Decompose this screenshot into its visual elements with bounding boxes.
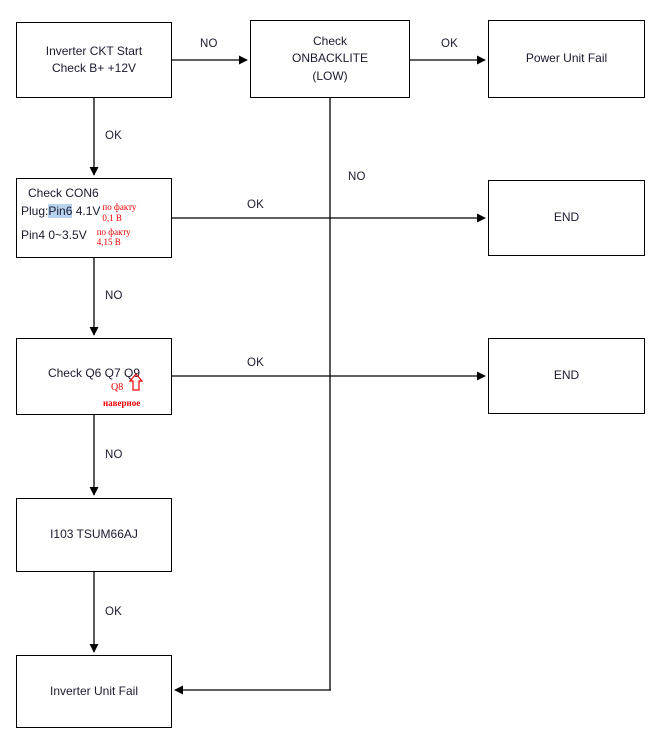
node-onbacklite-line-3: (LOW)	[312, 68, 348, 83]
node-inverter-unit-fail-label: Inverter Unit Fail	[49, 683, 139, 698]
annotation-con6-pin6-line-2: 0,1 В	[102, 212, 122, 223]
node-end-2-label: END	[553, 368, 580, 383]
node-end-1[interactable]: END	[488, 180, 645, 256]
node-check-onbacklite[interactable]: Check ONBACKLITE (LOW)	[250, 20, 410, 98]
node-con6-plug-voltage: 4.1V	[72, 204, 101, 219]
annotation-con6-pin6: по факту 0,1 В	[102, 202, 136, 223]
edge-label-i103-to-fail: OK	[105, 606, 123, 618]
node-start-line-1: Inverter CKT Start	[45, 43, 143, 58]
node-inverter-ckt-start[interactable]: Inverter CKT Start Check B+ +12V	[16, 22, 172, 98]
annotation-con6-pin6-line-1: по факту	[102, 202, 137, 213]
annotation-con6-pin4-line-2: 4,15 В	[96, 237, 121, 248]
node-i103-label: I103 TSUM66AJ	[50, 527, 138, 542]
annotation-con6-pin4-line-1: по факту	[96, 227, 131, 238]
node-onbacklite-line-1: Check	[312, 33, 347, 48]
annotation-con6-pin4: по факту 4,15 В	[97, 227, 131, 248]
edge-label-start-to-onbacklite: NO	[200, 38, 218, 50]
node-con6-plug-prefix: Plug:	[21, 204, 49, 219]
node-check-q6-q7-q9[interactable]: Check Q6 Q7 Q9 Q8 наверное	[16, 338, 172, 415]
annotation-up-arrow-icon	[129, 373, 143, 391]
annotation-naverno: наверное	[103, 398, 141, 408]
node-power-unit-fail[interactable]: Power Unit Fail	[488, 20, 645, 98]
node-i103-tsum66aj[interactable]: I103 TSUM66AJ	[16, 498, 172, 572]
node-end-2[interactable]: END	[488, 338, 645, 414]
edge-label-con6-to-end1: OK	[247, 199, 265, 211]
node-con6-pin6-highlight[interactable]: Pin6	[48, 204, 73, 219]
node-check-con6[interactable]: Check CON6 Plug:Pin6 4.1V по факту 0,1 В…	[16, 178, 172, 258]
node-con6-title: Check CON6	[28, 186, 99, 200]
node-con6-plug-line: Plug:Pin6 4.1V	[21, 203, 100, 220]
edge-label-start-to-con6: OK	[105, 130, 123, 142]
node-con6-pin4-line: Pin4 0~3.5V	[21, 228, 87, 243]
annotation-q8-label: Q8	[111, 382, 124, 393]
node-check-q-label: Check Q6 Q7 Q9	[47, 366, 141, 380]
node-power-unit-fail-label: Power Unit Fail	[525, 51, 608, 66]
edge-label-con6-to-q: NO	[105, 290, 123, 302]
edge-label-q-to-i103: NO	[105, 449, 123, 461]
edge-label-onbacklite-down: NO	[348, 171, 366, 183]
edge-label-onbacklite-to-power: OK	[441, 38, 459, 50]
node-onbacklite-line-2: ONBACKLITE	[291, 51, 369, 66]
node-start-line-2: Check B+ +12V	[51, 61, 137, 75]
node-inverter-unit-fail[interactable]: Inverter Unit Fail	[16, 655, 172, 728]
node-end-1-label: END	[553, 210, 580, 225]
edge-label-q-to-end2: OK	[247, 357, 265, 369]
